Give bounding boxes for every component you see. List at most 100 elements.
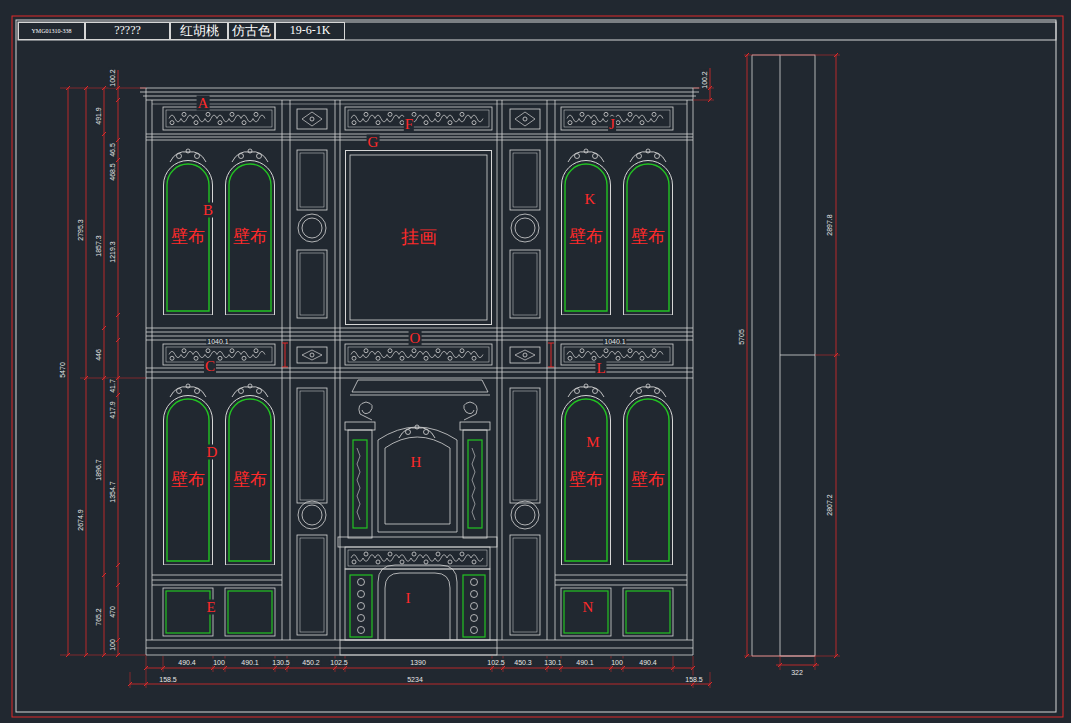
dimension-value: 1390: [409, 659, 427, 666]
drawing-circle: [310, 353, 314, 357]
drawing-circle: [376, 356, 380, 360]
title-cell: 19-6-1K: [275, 22, 345, 40]
drawing-circle: [257, 389, 262, 394]
drawing-path: [351, 115, 483, 122]
drawing-rect: [561, 344, 673, 365]
arch-line: [164, 396, 213, 566]
drawing-line: [290, 100, 291, 640]
drawing-circle: [230, 112, 234, 116]
drawing-circle: [575, 154, 580, 159]
dimension-value: 5234: [406, 676, 424, 683]
drawing-rect: [513, 538, 537, 632]
drawing-line: [490, 666, 494, 670]
drawing-line: [118, 70, 119, 655]
drawing-circle: [352, 121, 356, 125]
drawing-rect: [297, 250, 327, 318]
part-letter: O: [409, 331, 422, 346]
drawing-circle: [388, 349, 392, 353]
dimension-value: 5470: [59, 361, 66, 379]
drawing-line: [104, 88, 105, 655]
drawing-circle: [195, 154, 200, 159]
dimension-value: 2897.8: [826, 213, 833, 236]
arch-panel: 壁布: [163, 395, 213, 565]
arch-line: [624, 161, 673, 316]
drawing-rect: [300, 253, 324, 315]
drawing-rect: [353, 440, 367, 528]
drawing-circle: [460, 552, 464, 556]
drawing-line: [144, 666, 148, 670]
drawing-line: [555, 100, 556, 640]
dimension-value: 102.5: [329, 659, 349, 666]
panel-label: 挂画: [401, 228, 437, 248]
drawing-line: [744, 656, 840, 657]
drawing-circle: [170, 121, 174, 125]
part-letter: L: [595, 361, 606, 376]
drawing-line: [693, 656, 694, 672]
panel-label: 壁布: [233, 471, 267, 490]
drawing-rect: [348, 430, 372, 538]
drawing-line: [68, 88, 69, 655]
drawing-circle: [592, 121, 596, 125]
drawing-circle: [364, 112, 368, 116]
drawing-line: [548, 343, 554, 344]
drawing-line: [152, 104, 687, 105]
drawing-line: [780, 355, 815, 356]
drawing-rect: [16, 20, 1056, 712]
drawing-circle: [248, 149, 252, 153]
drawing-line: [102, 376, 106, 380]
drawing-circle: [218, 356, 222, 360]
drawing-line: [497, 100, 498, 640]
drawing-rect: [297, 109, 327, 129]
drawing-circle: [568, 356, 572, 360]
drawing-circle: [206, 112, 210, 116]
drawing-rect: [345, 547, 490, 569]
drawing-line: [752, 55, 753, 656]
drawing-circle: [511, 501, 539, 529]
drawing-circle: [515, 505, 535, 525]
drawing-line: [333, 666, 337, 670]
drawing-circle: [352, 560, 356, 564]
dimension-value: 100: [212, 659, 226, 666]
drawing-line: [130, 672, 131, 688]
drawing-line: [340, 100, 341, 640]
drawing-rect: [228, 591, 272, 633]
dimension-value: 490.1: [240, 659, 260, 666]
drawing-circle: [580, 349, 584, 353]
title-text: YMG01310-338: [32, 28, 72, 35]
drawing-rect: [163, 107, 275, 130]
drawing-line: [708, 86, 712, 90]
drawing-line: [116, 563, 120, 567]
drawing-line: [745, 53, 749, 57]
drawing-circle: [646, 149, 650, 153]
drawing-circle: [406, 430, 411, 435]
dimension-value: 100.2: [109, 68, 116, 88]
drawing-circle: [628, 112, 632, 116]
drawing-rect: [780, 55, 815, 656]
arch-panel: 壁布: [623, 160, 673, 315]
arch-panel: 壁布: [163, 160, 213, 315]
drawing-rect: [18, 22, 1056, 40]
drawing-line: [116, 653, 120, 657]
drawing-circle: [652, 349, 656, 353]
arch-inner-line: [167, 399, 209, 561]
drawing-path: [515, 350, 535, 360]
drawing-circle: [436, 552, 440, 556]
drawing-circle: [448, 121, 452, 125]
drawing-circle: [471, 591, 478, 598]
drawing-circle: [593, 389, 598, 394]
drawing-circle: [254, 349, 258, 353]
drawing-line: [144, 682, 148, 686]
drawing-circle: [471, 627, 478, 634]
drawing-circle: [302, 505, 322, 525]
drawing-circle: [415, 425, 419, 429]
drawing-circle: [584, 149, 588, 153]
drawing-line: [285, 343, 286, 367]
part-letter: J: [608, 117, 616, 132]
drawing-line: [815, 656, 816, 670]
dimension-value: 1040.1: [603, 338, 626, 345]
drawing-line: [116, 138, 120, 142]
panel-inner-line: [350, 155, 487, 320]
drawing-path: [169, 115, 265, 122]
drawing-line: [744, 55, 840, 56]
